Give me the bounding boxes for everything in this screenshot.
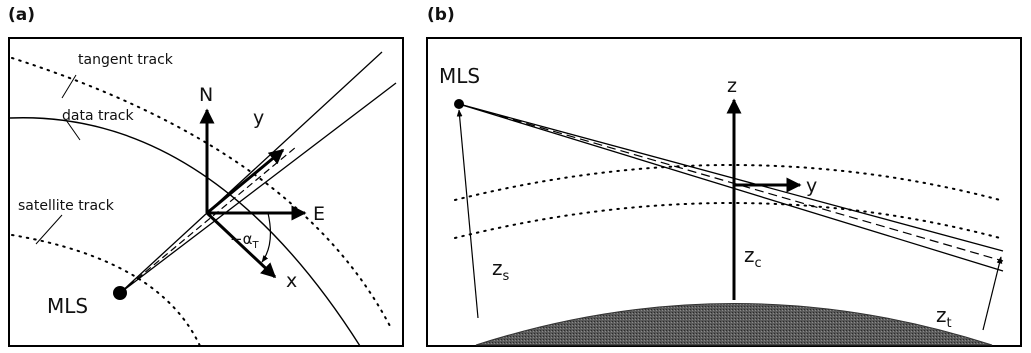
panel-b-drawing	[454, 98, 1004, 346]
data-track-line	[9, 117, 361, 346]
x-arrow	[205, 211, 277, 279]
mls-label-a: MLS	[47, 294, 88, 318]
y-axis-label-b: y	[806, 175, 817, 197]
data-track-label: data track	[62, 108, 135, 124]
y-arrow	[206, 148, 285, 215]
beam-center-line-b	[458, 103, 1004, 262]
panel-b-frame	[426, 37, 1022, 347]
satellite-track-label: satellite track	[18, 198, 115, 214]
zs-label: zs	[492, 256, 510, 284]
mls-satellite-dot	[113, 286, 127, 300]
tangent-track-label: tangent track	[78, 52, 174, 68]
panel-a: (a)	[8, 5, 404, 347]
beam-lower-edge	[119, 82, 397, 294]
x-axis-label-a: x	[286, 270, 297, 292]
satellite-track-callout	[35, 214, 63, 245]
mls-satellite-dot-b	[454, 99, 464, 109]
east-label: E	[313, 203, 325, 225]
angle-arc	[261, 212, 272, 263]
beam-upper-edge-b	[458, 103, 1004, 252]
panel-a-drawing	[9, 51, 397, 346]
zt-label: zt	[936, 303, 952, 331]
earth-surface	[475, 303, 993, 346]
data-track-callout	[65, 119, 81, 141]
upper-layer-line	[454, 164, 1001, 201]
north-label: N	[199, 84, 213, 106]
y-axis-label-a: y	[253, 107, 264, 129]
panel-b-label: (b)	[427, 5, 455, 25]
panel-a-frame	[8, 37, 404, 347]
panel-a-label: (a)	[8, 5, 35, 25]
lower-layer-line	[454, 202, 1001, 239]
angle-label: −αT	[230, 230, 259, 251]
zt-line	[982, 256, 1003, 331]
zs-line	[456, 109, 479, 319]
mls-label-b: MLS	[439, 64, 480, 88]
tangent-track-callout	[61, 74, 77, 99]
beam-lower-edge-b	[458, 103, 1004, 272]
beam-center-line	[119, 146, 297, 294]
zc-label: zc	[744, 243, 762, 271]
beam-upper-edge	[119, 51, 383, 294]
panel-b: (b) MLS z y zs zc zt	[426, 5, 1022, 347]
satellite-track-line	[11, 234, 201, 346]
z-axis-label: z	[727, 75, 737, 97]
